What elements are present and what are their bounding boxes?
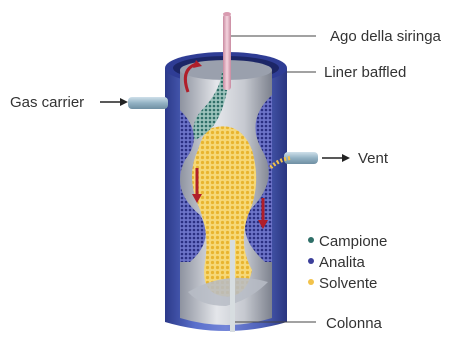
column-tube — [230, 240, 235, 332]
solvent-dot-icon — [308, 279, 314, 285]
label-baffled-liner: Liner baffled — [324, 64, 406, 82]
label-carrier-gas: Gas carrier — [10, 94, 84, 112]
legend-item-campione: Campione — [308, 233, 387, 251]
legend-item-solvente: Solvente — [308, 275, 377, 293]
legend-label: Analita — [319, 254, 365, 271]
syringe-needle — [223, 14, 231, 90]
label-syringe-needle: Ago della siringa — [330, 28, 441, 46]
carrier-gas-port — [128, 97, 168, 109]
legend-label: Solvente — [319, 275, 377, 292]
legend-item-analita: Analita — [308, 254, 365, 272]
sample-dot-icon — [308, 237, 314, 243]
label-vent: Vent — [358, 150, 388, 168]
analyte-dot-icon — [308, 258, 314, 264]
legend-label: Campione — [319, 233, 387, 250]
label-column: Colonna — [326, 315, 382, 333]
